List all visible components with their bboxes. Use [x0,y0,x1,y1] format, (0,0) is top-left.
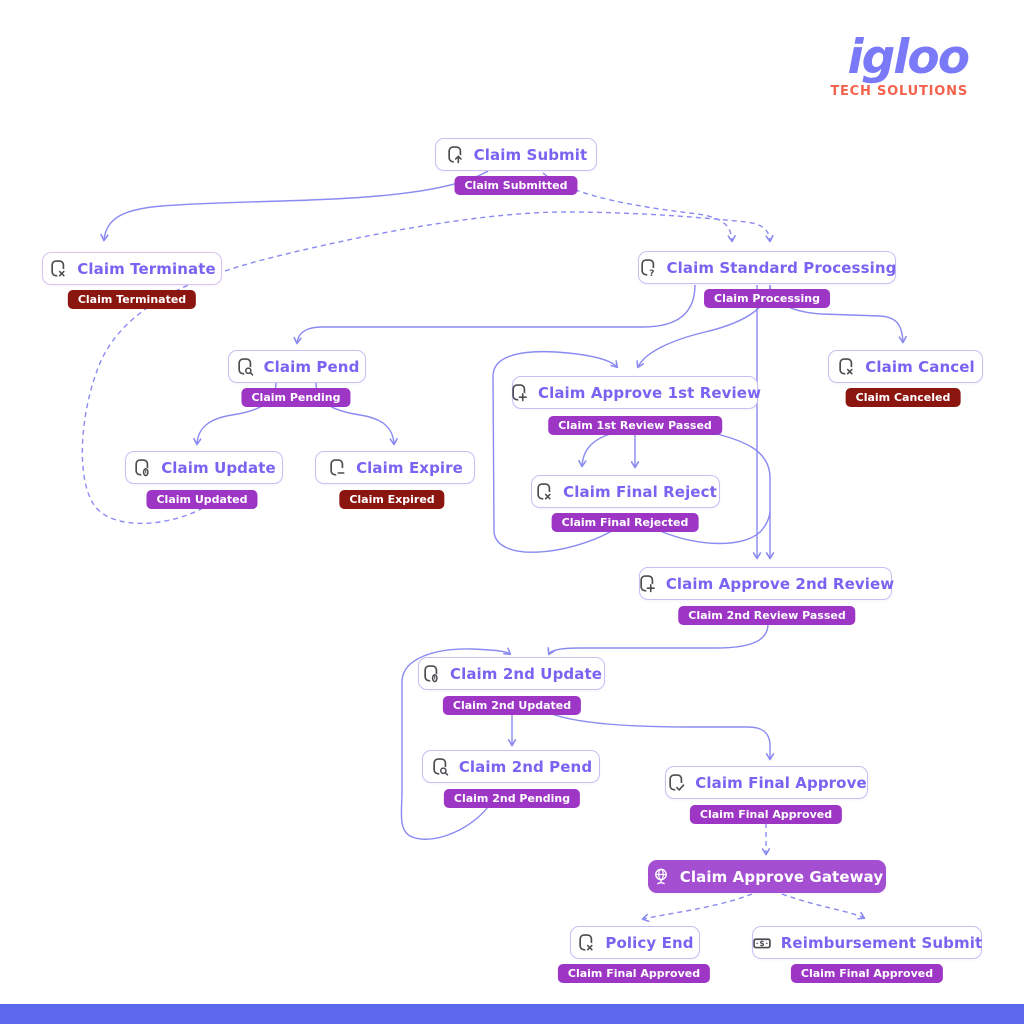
node-policy-end: Policy End [570,926,700,959]
edge-claim-submit-to-claim-terminate [100,170,489,242]
node-label: Claim Approve Gateway [679,867,884,886]
node-claim-2nd-pend: Claim 2nd Pend [422,750,600,783]
status-badge: Claim 2nd Updated [442,696,582,715]
status-badge: Claim Final Approved [790,964,944,983]
node-claim-cancel: Claim Cancel [828,350,983,383]
doc-check-icon [666,773,686,793]
node-label: Claim Expire [356,458,463,477]
doc-arrow-up-icon [445,145,465,165]
node-claim-terminate: Claim Terminate [42,252,222,285]
status-badge: Claim Submitted [454,176,578,195]
status-badge: Claim Final Rejected [551,513,699,532]
node-claim-update: Claim Update [125,451,283,484]
doc-x-icon [534,482,554,502]
node-label: Claim Cancel [865,357,975,376]
node-claim-standard-processing: Claim Standard Processing [638,251,896,284]
status-badge: Claim Updated [146,490,258,509]
status-badge: Claim Final Approved [557,964,711,983]
doc-x-icon [48,259,68,279]
doc-search-icon [235,357,255,377]
doc-clip-icon [132,458,152,478]
node-label: Claim Terminate [77,259,216,278]
doc-question-icon [638,258,658,278]
node-label: Claim Standard Processing [666,258,897,277]
node-claim-expire: Claim Expire [315,451,475,484]
node-label: Reimbursement Submit [780,933,983,952]
edge-claim-approve-gateway-to-policy-end [641,893,753,922]
doc-clip-icon [421,664,441,684]
node-label: Claim 2nd Pend [458,757,593,776]
node-claim-approve-1st-review: Claim Approve 1st Review [509,376,762,409]
node-claim-approve-2nd-review: Claim Approve 2nd Review [637,567,895,600]
status-badge: Claim Canceled [845,388,961,407]
doc-plus-icon [637,574,657,594]
doc-x-icon [836,357,856,377]
doc-plus-icon [509,383,529,403]
node-label: Claim Approve 1st Review [537,383,762,402]
status-badge: Claim 2nd Pending [443,789,581,808]
node-label: Claim Update [161,458,276,477]
node-label: Claim Final Approve [695,773,867,792]
node-label: Claim Submit [473,145,588,164]
status-badge: Claim Final Approved [689,805,843,824]
doc-x-icon [576,933,596,953]
node-claim-pend: Claim Pend [228,350,366,383]
status-badge: Claim 2nd Review Passed [678,606,856,625]
status-badge: Claim Terminated [67,290,197,309]
edge-claim-approve-1st-review-to-claim-final-reject-2 [578,433,611,468]
logo-tagline-text: TECH SOLUTIONS [830,84,968,99]
edge-claim-approve-gateway-to-reimbursement-submit [781,893,866,920]
node-reimbursement-submit: Reimbursement Submit [752,926,982,959]
money-icon [752,933,772,953]
footer-accent-bar [0,1004,1024,1024]
node-claim-final-approve: Claim Final Approve [665,766,868,799]
node-claim-approve-gateway: Claim Approve Gateway [648,860,886,893]
logo-brand-text: igloo [847,30,970,85]
doc-search-icon [430,757,450,777]
doc-minus-icon [327,458,347,478]
edge-claim-standard-processing-to-claim-pend [293,284,696,345]
status-badge: Claim 1st Review Passed [548,416,722,435]
node-claim-2nd-update: Claim 2nd Update [418,657,605,690]
status-badge: Claim Expired [339,490,445,509]
node-label: Claim Final Reject [563,482,717,501]
status-badge: Claim Processing [704,289,830,308]
node-claim-submit: Claim Submit [435,138,597,171]
node-label: Claim Pend [263,357,360,376]
node-label: Claim Approve 2nd Review [665,574,895,593]
status-badge: Claim Pending [241,388,351,407]
igloo-logo: igloo TECH SOLUTIONS [830,30,970,99]
globe-icon [651,867,671,887]
node-label: Policy End [605,933,694,952]
edge-claim-approve-2nd-review-to-claim-2nd-update [547,623,769,656]
node-claim-final-reject: Claim Final Reject [531,475,720,508]
node-label: Claim 2nd Update [449,664,603,683]
